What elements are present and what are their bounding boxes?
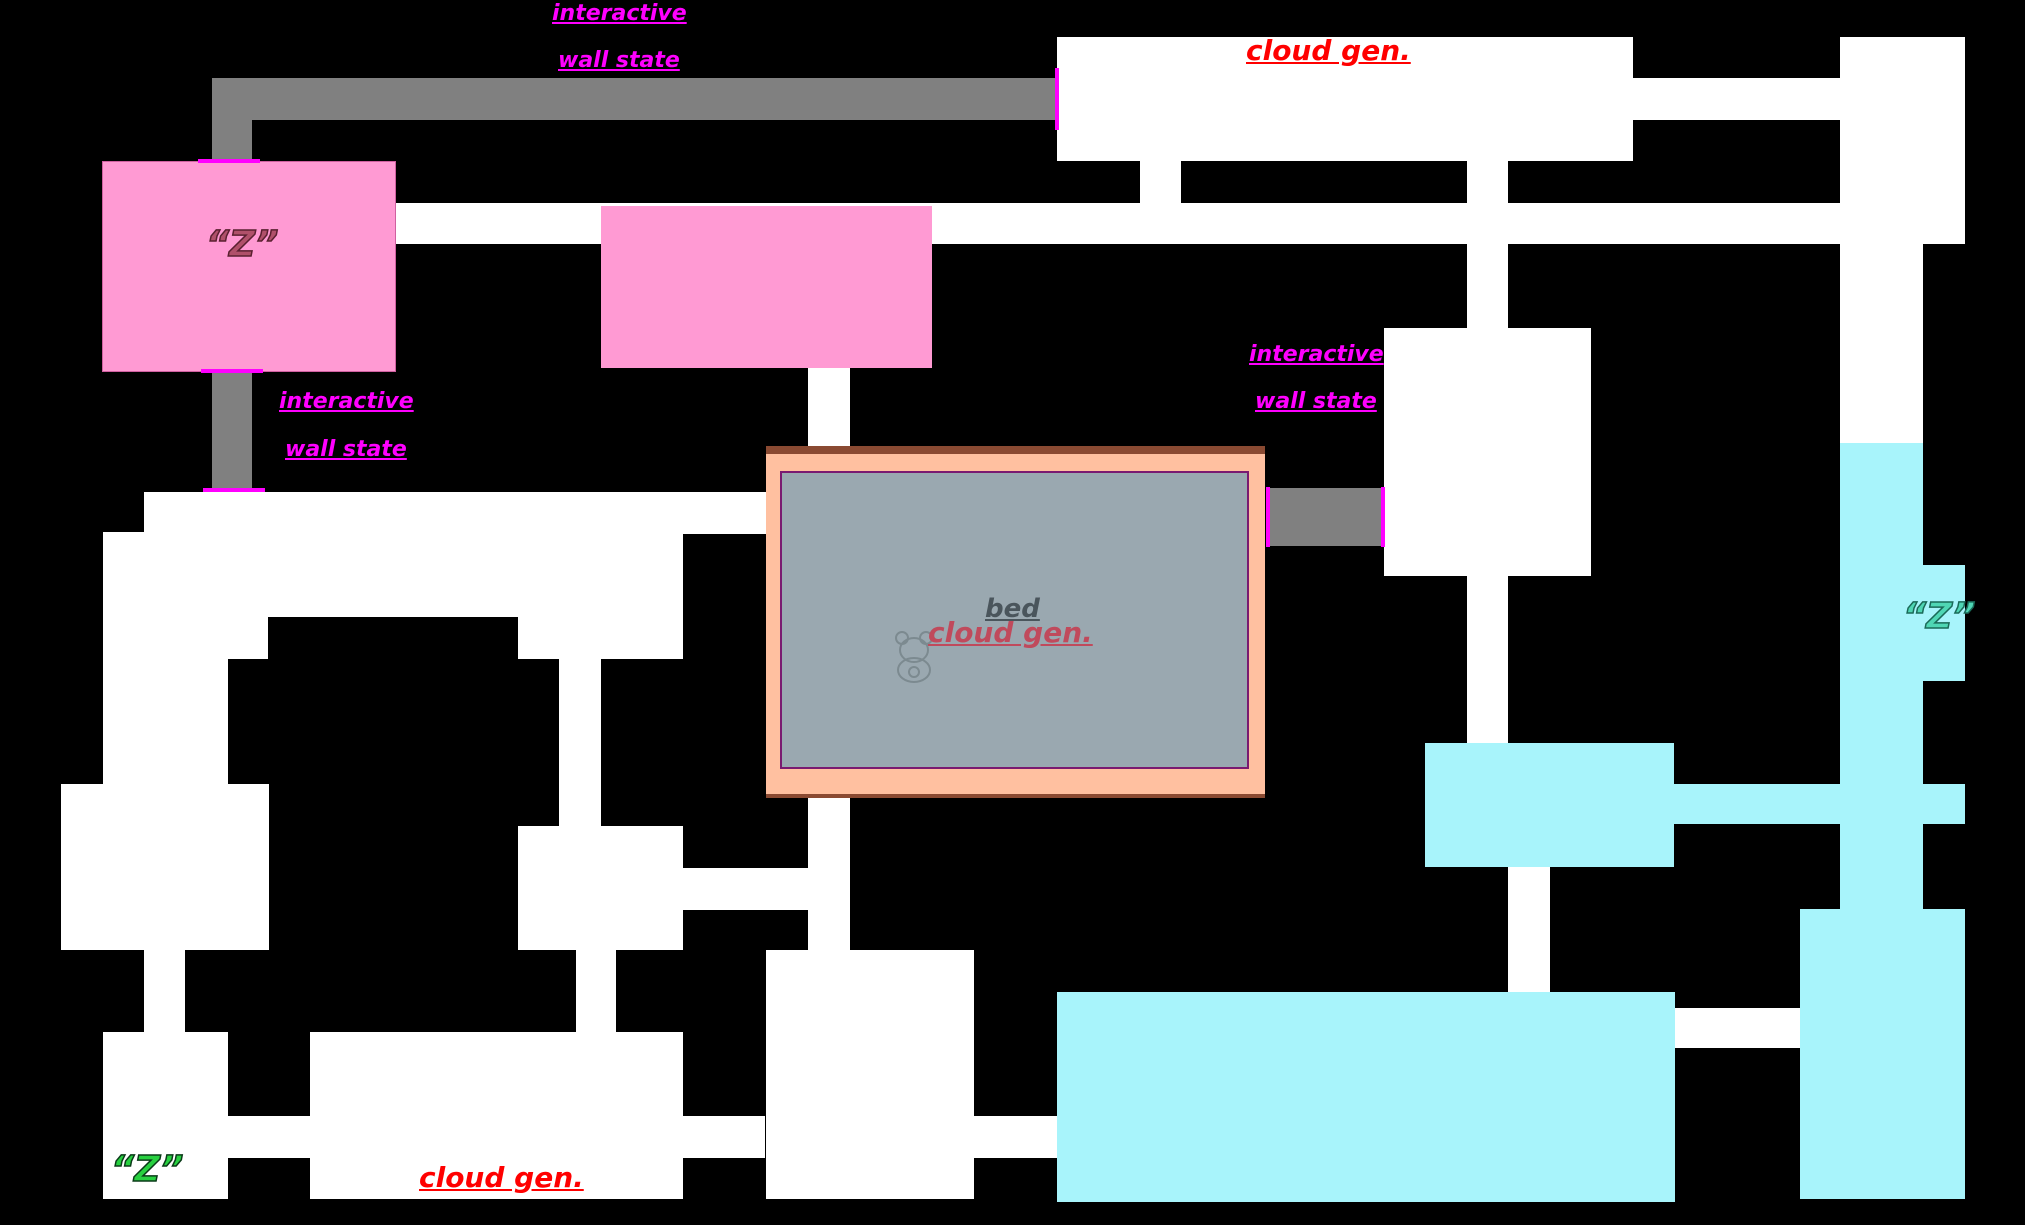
cloud-gen-label-center: cloud gen. bbox=[928, 616, 1093, 649]
bed-label: bed bbox=[985, 594, 1040, 624]
bear-icon bbox=[895, 631, 933, 683]
mid-inner-column bbox=[559, 659, 601, 829]
bed-room-lower-exit bbox=[808, 787, 850, 952]
bottom-connector-mid bbox=[680, 1116, 765, 1158]
mid-right-vertical bbox=[1467, 576, 1508, 744]
cyan-vertical-corridor bbox=[1840, 443, 1923, 937]
mid-lower-passage bbox=[576, 950, 616, 1034]
wall-state-label-top: wall state bbox=[558, 48, 680, 73]
pink-room-left bbox=[102, 161, 396, 372]
z-marker-icon: “Z” bbox=[1902, 595, 1976, 638]
left-square-room bbox=[61, 784, 269, 950]
interactive-label-left: interactive bbox=[279, 389, 414, 414]
pink-room-center bbox=[601, 206, 932, 368]
bottom-connector-right bbox=[972, 1116, 1058, 1158]
cyan-side-room bbox=[1425, 743, 1674, 867]
wall-state-label-left: wall state bbox=[285, 437, 407, 462]
left-inner-ledge bbox=[228, 617, 268, 659]
bottom-connector-left bbox=[225, 1116, 310, 1158]
left-hall bbox=[144, 492, 768, 534]
left-hall-lower bbox=[103, 532, 683, 617]
top-room-leg-left bbox=[1140, 158, 1181, 203]
cyan-horizontal-corridor bbox=[1672, 784, 1965, 824]
cyan-connector-horizontal bbox=[1673, 1008, 1803, 1048]
wall-state-corridor-left bbox=[212, 370, 252, 492]
left-column bbox=[103, 617, 228, 787]
wall-state-marker bbox=[203, 488, 265, 492]
z-marker-icon: “Z” bbox=[205, 223, 279, 266]
wall-state-corridor-mid bbox=[1266, 488, 1384, 546]
bed bbox=[780, 471, 1249, 769]
cyan-large-room bbox=[1057, 992, 1675, 1202]
top-right-room bbox=[1057, 37, 1633, 161]
top-room-leg-right bbox=[1467, 158, 1508, 333]
wall-state-marker bbox=[198, 159, 260, 163]
mid-room-connector bbox=[683, 868, 808, 910]
pink-room-connector bbox=[808, 366, 850, 450]
wall-state-marker bbox=[201, 369, 263, 373]
left-lower-passage bbox=[144, 950, 185, 1034]
bottom-hall bbox=[310, 1032, 683, 1199]
mid-square-room bbox=[518, 826, 683, 950]
cyan-corner-room bbox=[1800, 909, 1965, 1199]
wall-state-corridor-top-drop bbox=[212, 120, 252, 163]
interactive-label-top: interactive bbox=[552, 1, 687, 26]
far-right-column-lower bbox=[1840, 244, 1923, 444]
bottom-center-room bbox=[766, 950, 974, 1199]
z-marker-icon: “Z” bbox=[110, 1148, 184, 1191]
wall-state-label-mid: wall state bbox=[1255, 389, 1377, 414]
cyan-notch bbox=[1920, 565, 1965, 681]
cloud-gen-label-bottom: cloud gen. bbox=[419, 1161, 584, 1194]
mid-right-room bbox=[1384, 328, 1591, 576]
wall-state-marker bbox=[1266, 487, 1270, 547]
cloud-gen-label-top: cloud gen. bbox=[1246, 34, 1411, 67]
cyan-connector-vertical bbox=[1508, 865, 1550, 992]
mid-inner-ledge bbox=[518, 617, 683, 659]
wall-state-marker bbox=[1055, 68, 1059, 130]
wall-state-marker bbox=[1381, 487, 1385, 547]
bottom-left-room bbox=[103, 1032, 228, 1199]
wall-state-corridor-top bbox=[212, 78, 1057, 120]
top-connector bbox=[1630, 78, 1842, 120]
interactive-label-mid: interactive bbox=[1249, 342, 1384, 367]
